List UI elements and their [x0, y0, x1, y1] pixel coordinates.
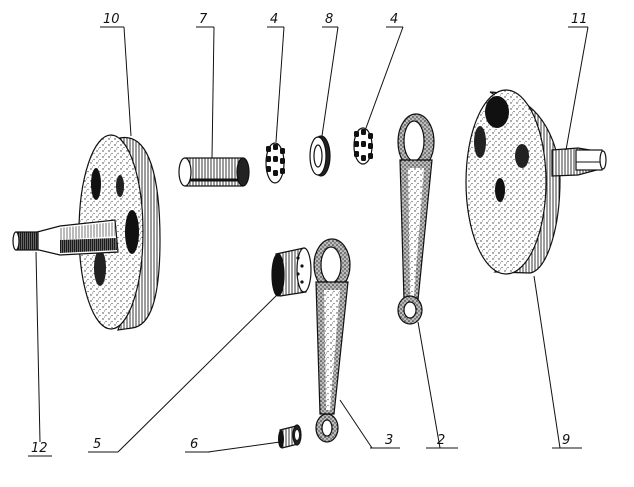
connecting-rod-center	[313, 238, 351, 443]
callout-5: 5	[93, 437, 101, 452]
callout-3: 3	[385, 433, 393, 448]
callout-9: 9	[562, 433, 570, 448]
callout-10: 10	[103, 12, 120, 27]
left-crank-shaft	[12, 219, 119, 256]
callout-2: 2	[437, 433, 445, 448]
callout-4-right: 4	[390, 12, 398, 27]
crank-pin	[178, 157, 250, 187]
leader-lines	[28, 26, 589, 457]
callout-11: 11	[571, 12, 588, 27]
roller-cage-right	[353, 127, 373, 165]
roller-cage-left	[265, 142, 285, 184]
right-flywheel	[465, 89, 561, 275]
callout-4-left: 4	[270, 12, 278, 27]
callout-12: 12	[31, 441, 48, 456]
right-crank-shaft	[551, 147, 607, 177]
callout-8: 8	[325, 12, 333, 27]
callout-7: 7	[199, 12, 208, 27]
thrust-washer	[309, 135, 331, 177]
callout-labels: 10 7 4 8 4 11 12 5 6 3 2 9	[31, 12, 588, 456]
connecting-rod-right	[397, 113, 435, 325]
big-end-bearing	[271, 247, 312, 297]
small-end-bush	[278, 424, 302, 449]
callout-6: 6	[190, 437, 198, 452]
